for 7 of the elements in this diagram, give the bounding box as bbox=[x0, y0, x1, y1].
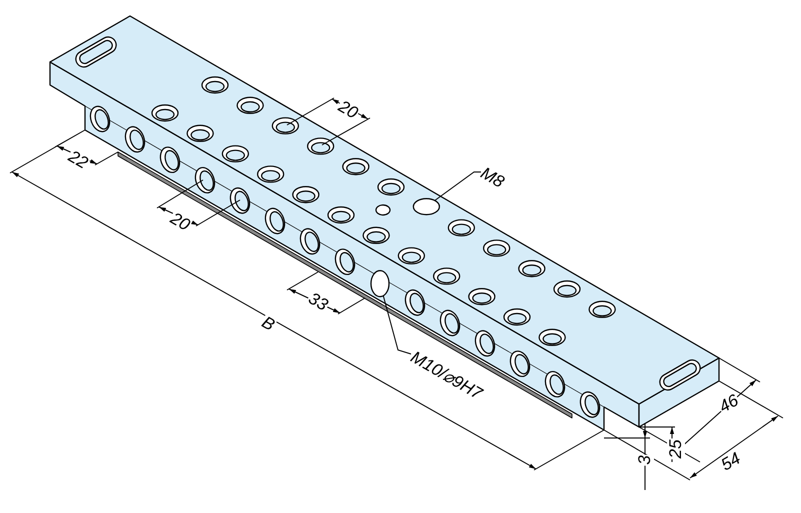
dimension-label: 3 bbox=[636, 454, 654, 466]
hole bbox=[412, 198, 440, 216]
hole bbox=[370, 270, 390, 298]
leader-line bbox=[434, 172, 482, 201]
callout-text: M8 bbox=[477, 163, 508, 192]
dimension-label: 25 bbox=[667, 438, 685, 460]
leader-line bbox=[382, 295, 412, 354]
